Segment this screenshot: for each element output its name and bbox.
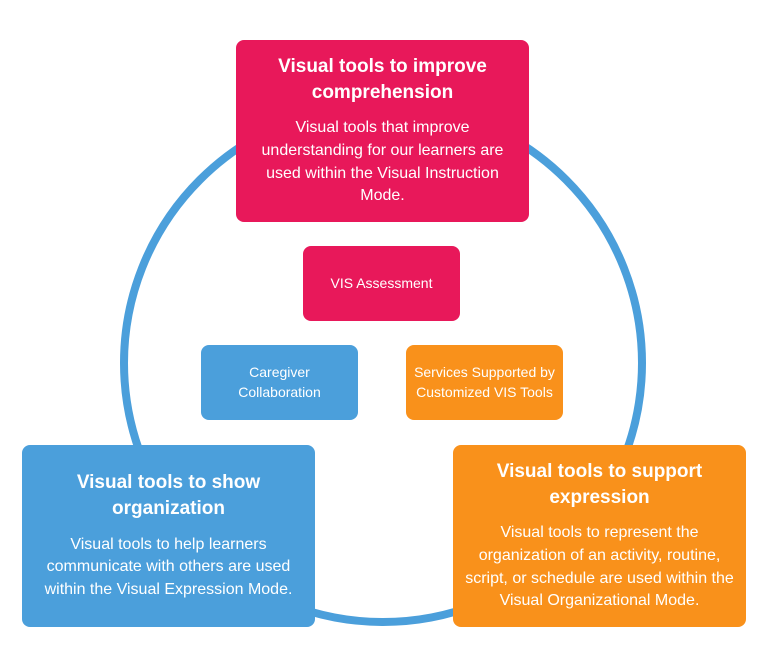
organization-description: Visual tools to help learners communicat…: [44, 535, 293, 598]
expression-description: Visual tools to represent the organizati…: [465, 524, 734, 610]
organization-box: Visual tools to show organization Visual…: [22, 445, 315, 627]
organization-title: Visual tools to show organization: [76, 472, 261, 519]
services-supported-label: Services Supported by Customized VIS Too…: [414, 363, 555, 400]
comprehension-box: Visual tools to improve comprehension Vi…: [236, 40, 529, 222]
comprehension-description: Visual tools that improve understanding …: [261, 119, 504, 205]
services-supported-box: Services Supported by Customized VIS Too…: [406, 345, 563, 420]
vis-assessment-label: VIS Assessment: [330, 274, 433, 291]
vis-assessment-box: VIS Assessment: [303, 246, 460, 321]
caregiver-collaboration-label: Caregiver Collaboration: [238, 363, 321, 400]
comprehension-title: Visual tools to improve comprehension: [278, 55, 487, 103]
caregiver-collaboration-box: Caregiver Collaboration: [201, 345, 358, 420]
expression-title: Visual tools to support expression: [496, 460, 703, 508]
expression-box: Visual tools to support expression Visua…: [453, 445, 746, 627]
